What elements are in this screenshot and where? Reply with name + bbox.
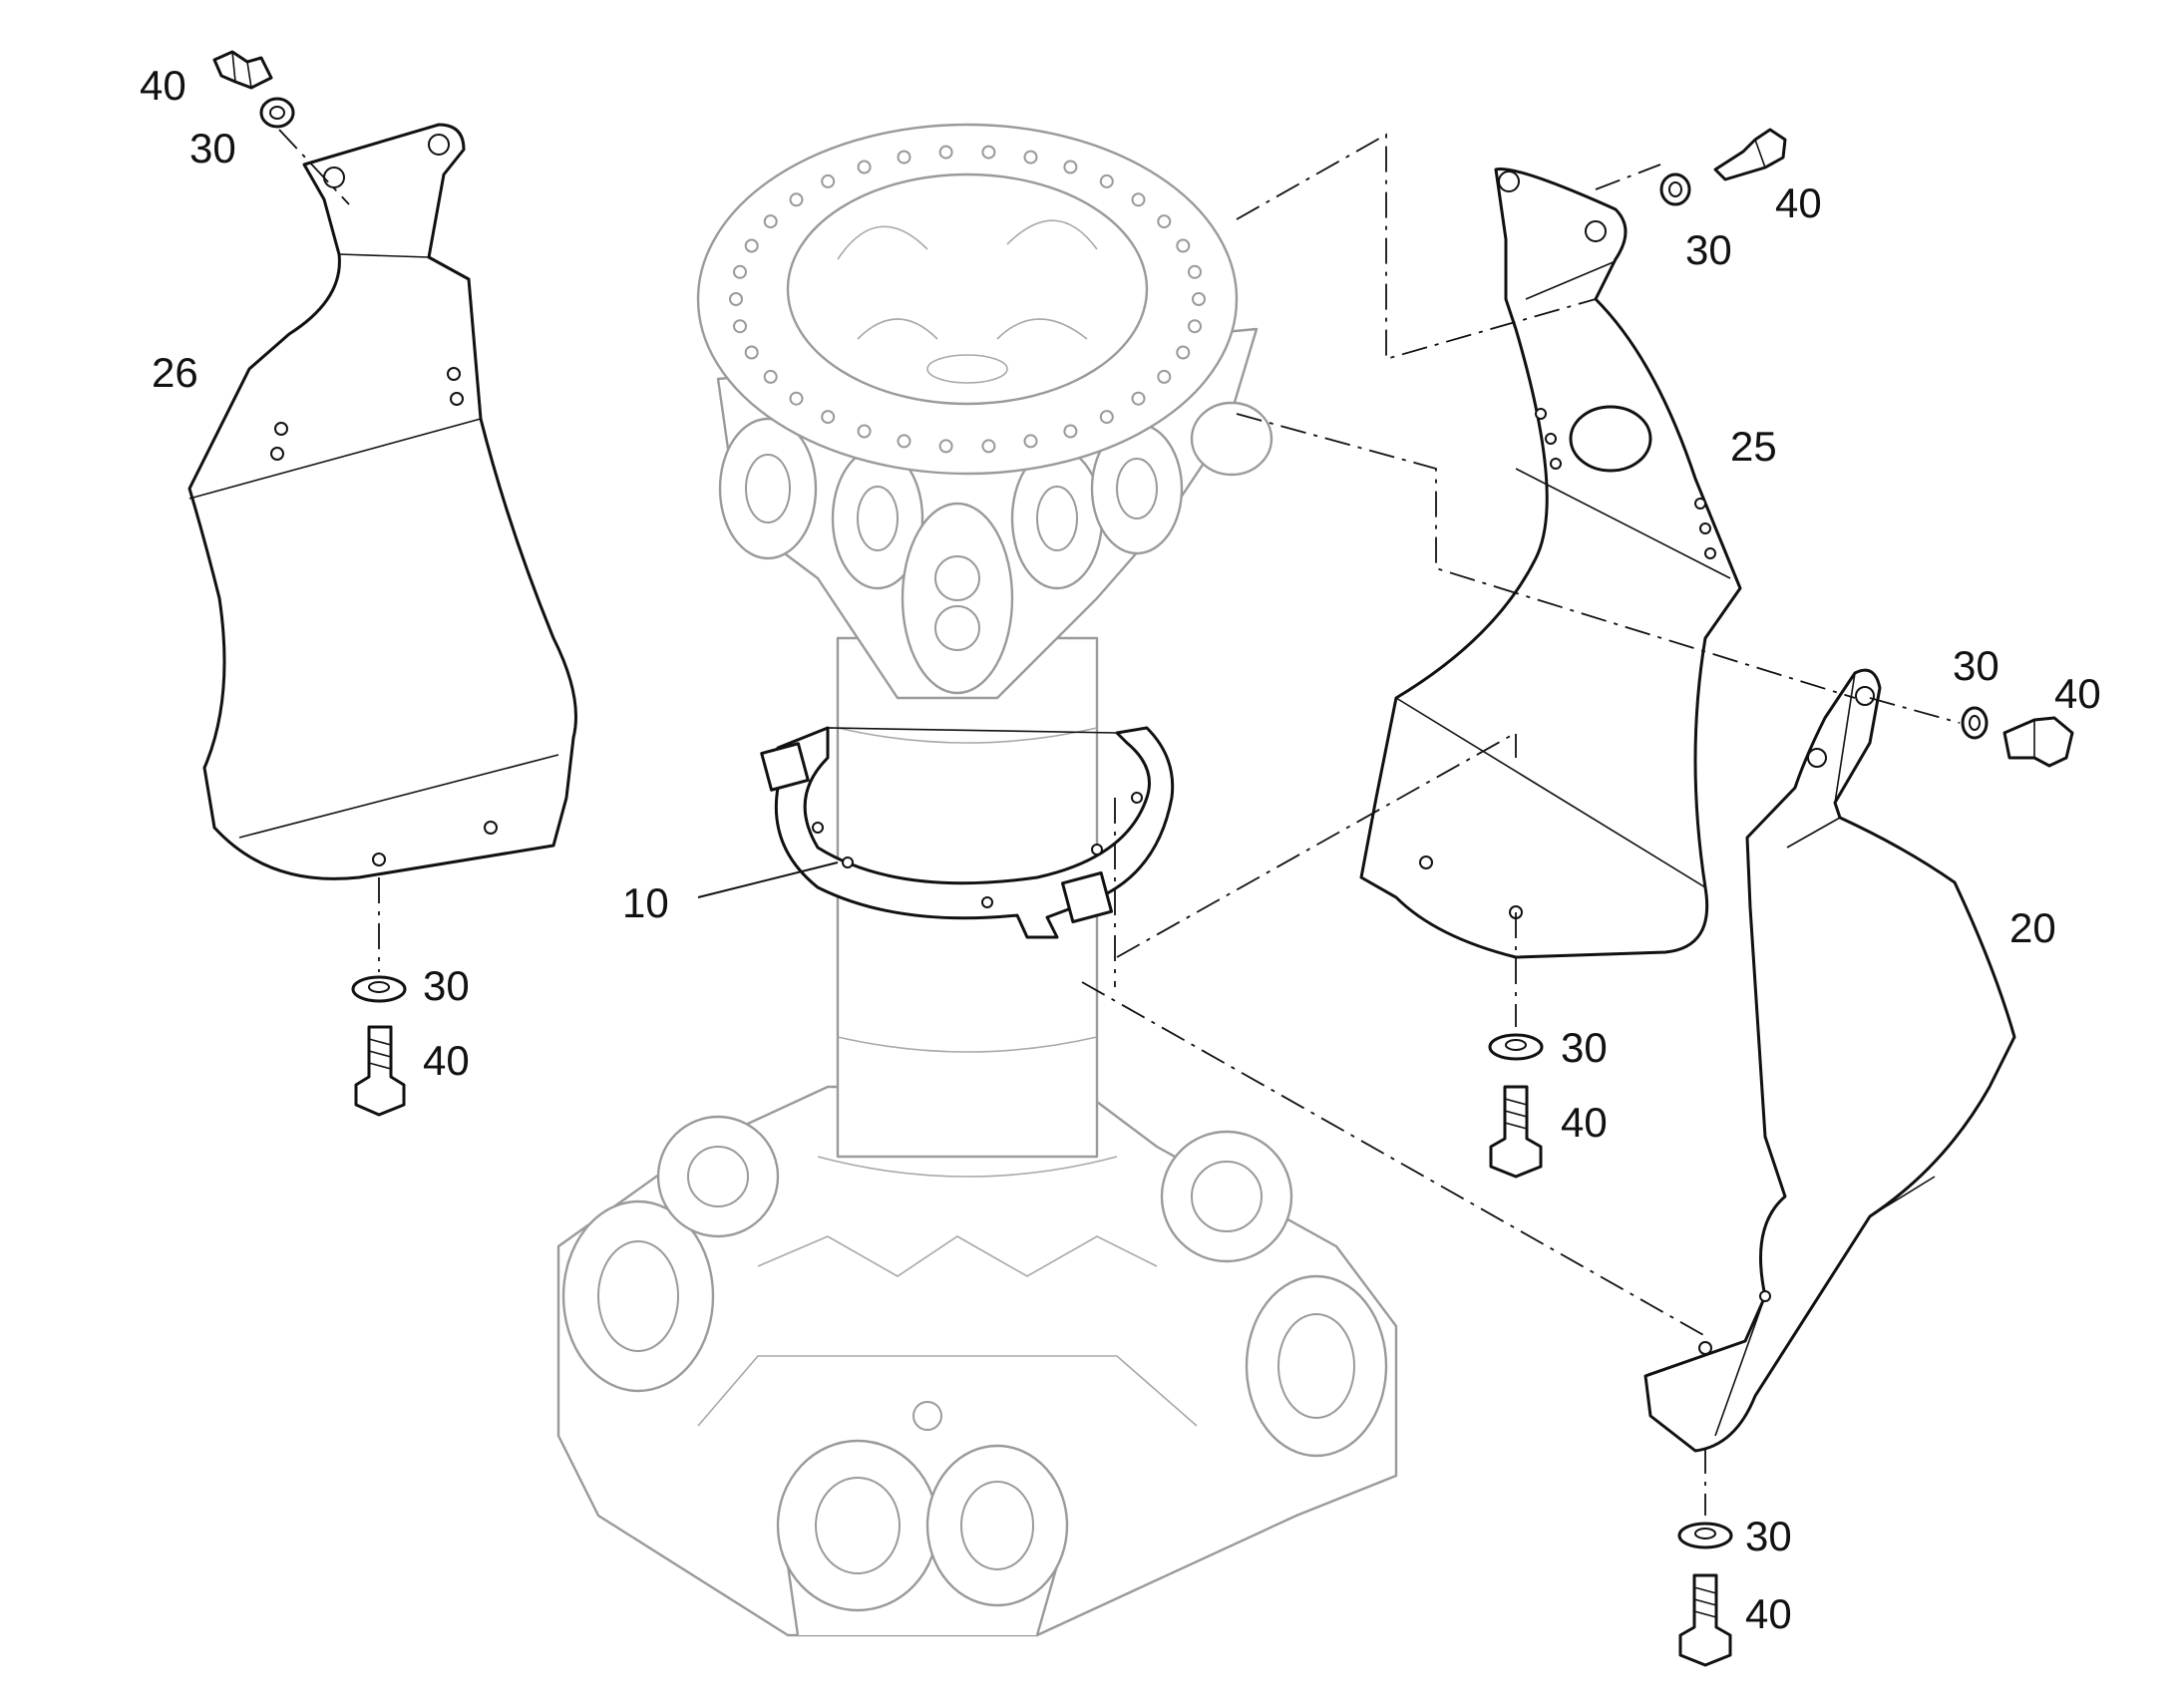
callout-30-bottom-left: 30 [423, 962, 470, 1009]
callout-30-top-right: 30 [1685, 226, 1732, 273]
callout-40-bottom-center: 40 [1561, 1099, 1608, 1146]
part-10-clamp-ring [760, 726, 1175, 987]
flange-bolt-hole [1063, 160, 1078, 174]
part-25-right-guard [1359, 168, 1742, 1027]
flange-bolt-hole [857, 160, 872, 174]
assembly-center-lines [1081, 133, 1961, 1337]
flange-bolt-hole [733, 319, 747, 334]
flange-bolt-hole [1023, 434, 1038, 449]
flange-bolt-hole [1188, 319, 1202, 334]
hardware-top-left [212, 50, 295, 129]
flange-bolt-hole [1157, 214, 1172, 229]
flange-bolt-hole [1023, 150, 1038, 165]
flange-bolt-hole [1188, 264, 1202, 279]
central-column-housing [556, 123, 1398, 1637]
flange-bolt-hole [763, 369, 778, 384]
flange-bolt-hole [1176, 238, 1191, 253]
hardware-bottom-right [1677, 1522, 1733, 1667]
flange-bolt-hole [744, 238, 759, 253]
flange-bolt-hole [897, 150, 911, 165]
hardware-bottom-center [1488, 1033, 1544, 1179]
part-20-far-right-guard [1643, 668, 2016, 1516]
flange-bolt-hole [744, 345, 759, 360]
flange-bolt-hole [938, 439, 953, 454]
flange-bolt-hole [821, 173, 836, 188]
flange-bolt-hole [789, 192, 804, 207]
callout-30-bottom-center: 30 [1561, 1024, 1608, 1071]
flange-bolt-hole [981, 145, 996, 160]
hardware-bottom-left [351, 975, 407, 1117]
hardware-top-right [1659, 128, 1787, 206]
callout-26: 26 [152, 349, 198, 396]
flange-bolt-hole [789, 391, 804, 406]
flange-bolt-hole [1099, 410, 1114, 425]
flange-bolt-hole [1099, 173, 1114, 188]
callout-40-top-right: 40 [1775, 179, 1822, 226]
flange-bolt-hole [729, 292, 743, 306]
callout-30-bottom-right: 30 [1745, 1513, 1792, 1559]
flange-bolt-hole [981, 439, 996, 454]
flange-bolt-hole [938, 145, 953, 160]
flange-bolt-hole [1192, 292, 1206, 306]
callout-20: 20 [2009, 904, 2056, 951]
flange-bolt-hole [821, 410, 836, 425]
part-26-left-guard [187, 123, 577, 972]
flange-bolt-hole [1131, 192, 1146, 207]
callout-40-bottom-left: 40 [423, 1037, 470, 1084]
callout-30-top-left: 30 [189, 125, 236, 171]
flange-bolt-hole [733, 264, 747, 279]
flange-bolt-hole [763, 214, 778, 229]
callout-30-mid-right: 30 [1953, 642, 1999, 689]
flange-bolt-hole [897, 434, 911, 449]
callout-40-bottom-right: 40 [1745, 1590, 1792, 1637]
callout-25: 25 [1730, 423, 1777, 470]
flange-bolt-hole [857, 424, 872, 439]
flange-bolt-holes [729, 145, 1206, 454]
flange-bolt-hole [1157, 369, 1172, 384]
callout-10: 10 [622, 879, 669, 926]
callout-40-mid-right: 40 [2054, 670, 2101, 717]
hardware-mid-right [1961, 706, 2074, 768]
leader-line-10 [697, 861, 839, 898]
callout-40-top-left: 40 [140, 62, 186, 109]
flange-bolt-hole [1063, 424, 1078, 439]
flange-bolt-hole [1131, 391, 1146, 406]
flange-bolt-hole [1176, 345, 1191, 360]
